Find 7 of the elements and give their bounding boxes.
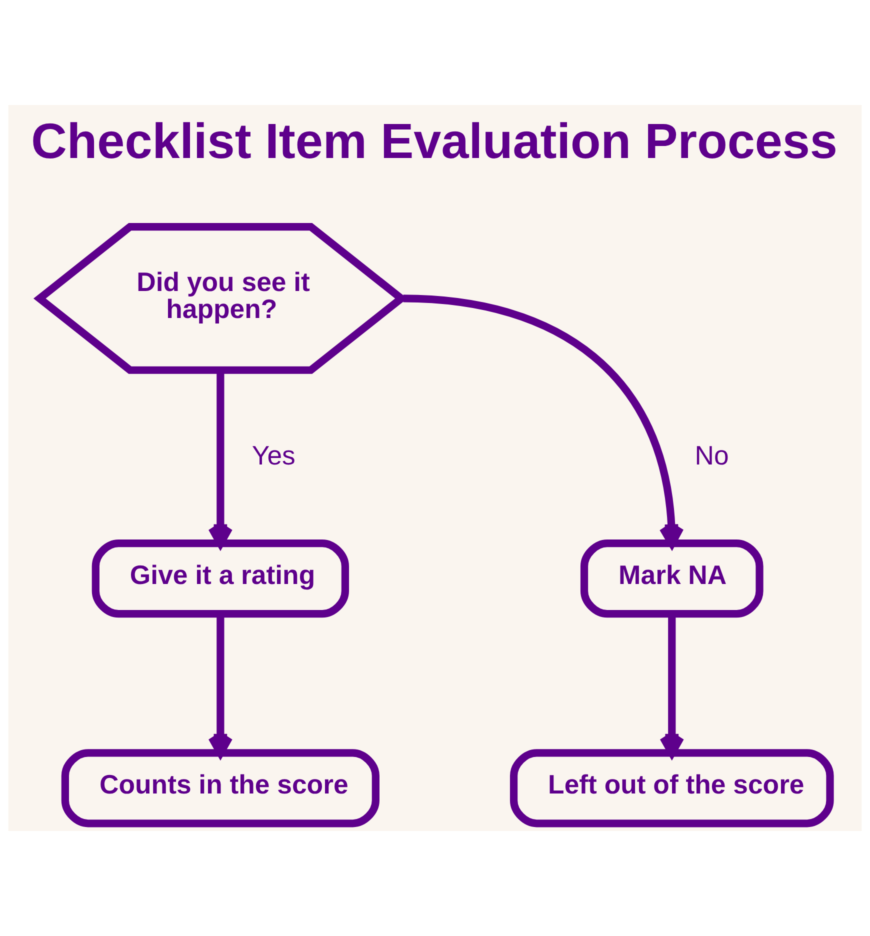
edge-label: No (694, 440, 729, 471)
node-box: Give it a rating (92, 540, 349, 618)
node-box: Mark NA (580, 540, 764, 618)
node-box: Counts in the score (61, 749, 380, 828)
node-box: Left out of the score (510, 749, 834, 828)
edge-label: Yes (252, 440, 296, 471)
diagram-title: Checklist Item Evaluation Process (31, 114, 838, 169)
